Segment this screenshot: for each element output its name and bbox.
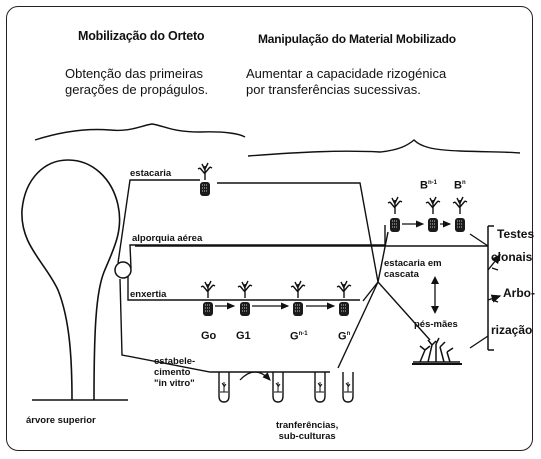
orteto-circle — [115, 262, 131, 278]
label-arvore-superior: árvore superior — [26, 416, 96, 426]
label-b-n: Bn — [454, 180, 466, 192]
label-estacaria: estacaria — [130, 169, 171, 179]
label-invitro: estabele- cimento "in vitro" — [154, 356, 195, 389]
label-transferencias: tranferências, sub-culturas — [276, 420, 338, 442]
label-gn1: Gn-1 — [290, 331, 308, 343]
brace-right — [248, 140, 520, 156]
line-estacaria-right — [217, 183, 378, 282]
label-alporquia: alporquia aérea — [132, 234, 202, 244]
label-enxertia: enxertia — [130, 290, 166, 300]
label-estacaria-cascata: estacaria em cascata — [384, 258, 442, 280]
label-b-n1: Bn-1 — [420, 180, 437, 192]
label-rizacao: rização — [491, 324, 532, 336]
label-clonais: clonais — [491, 251, 532, 263]
brace-left — [35, 124, 245, 140]
label-pes-maes: pés-mães — [414, 320, 458, 330]
label-gn: Gn — [338, 331, 350, 343]
label-arbo: Arbo- — [503, 287, 535, 299]
line-to-pesmaes — [378, 282, 430, 340]
label-go: Go — [201, 331, 216, 342]
label-g1: G1 — [236, 331, 251, 342]
tree-outline — [22, 160, 120, 400]
label-testes: Testes — [497, 228, 534, 240]
pes-maes-shrub — [413, 338, 460, 362]
